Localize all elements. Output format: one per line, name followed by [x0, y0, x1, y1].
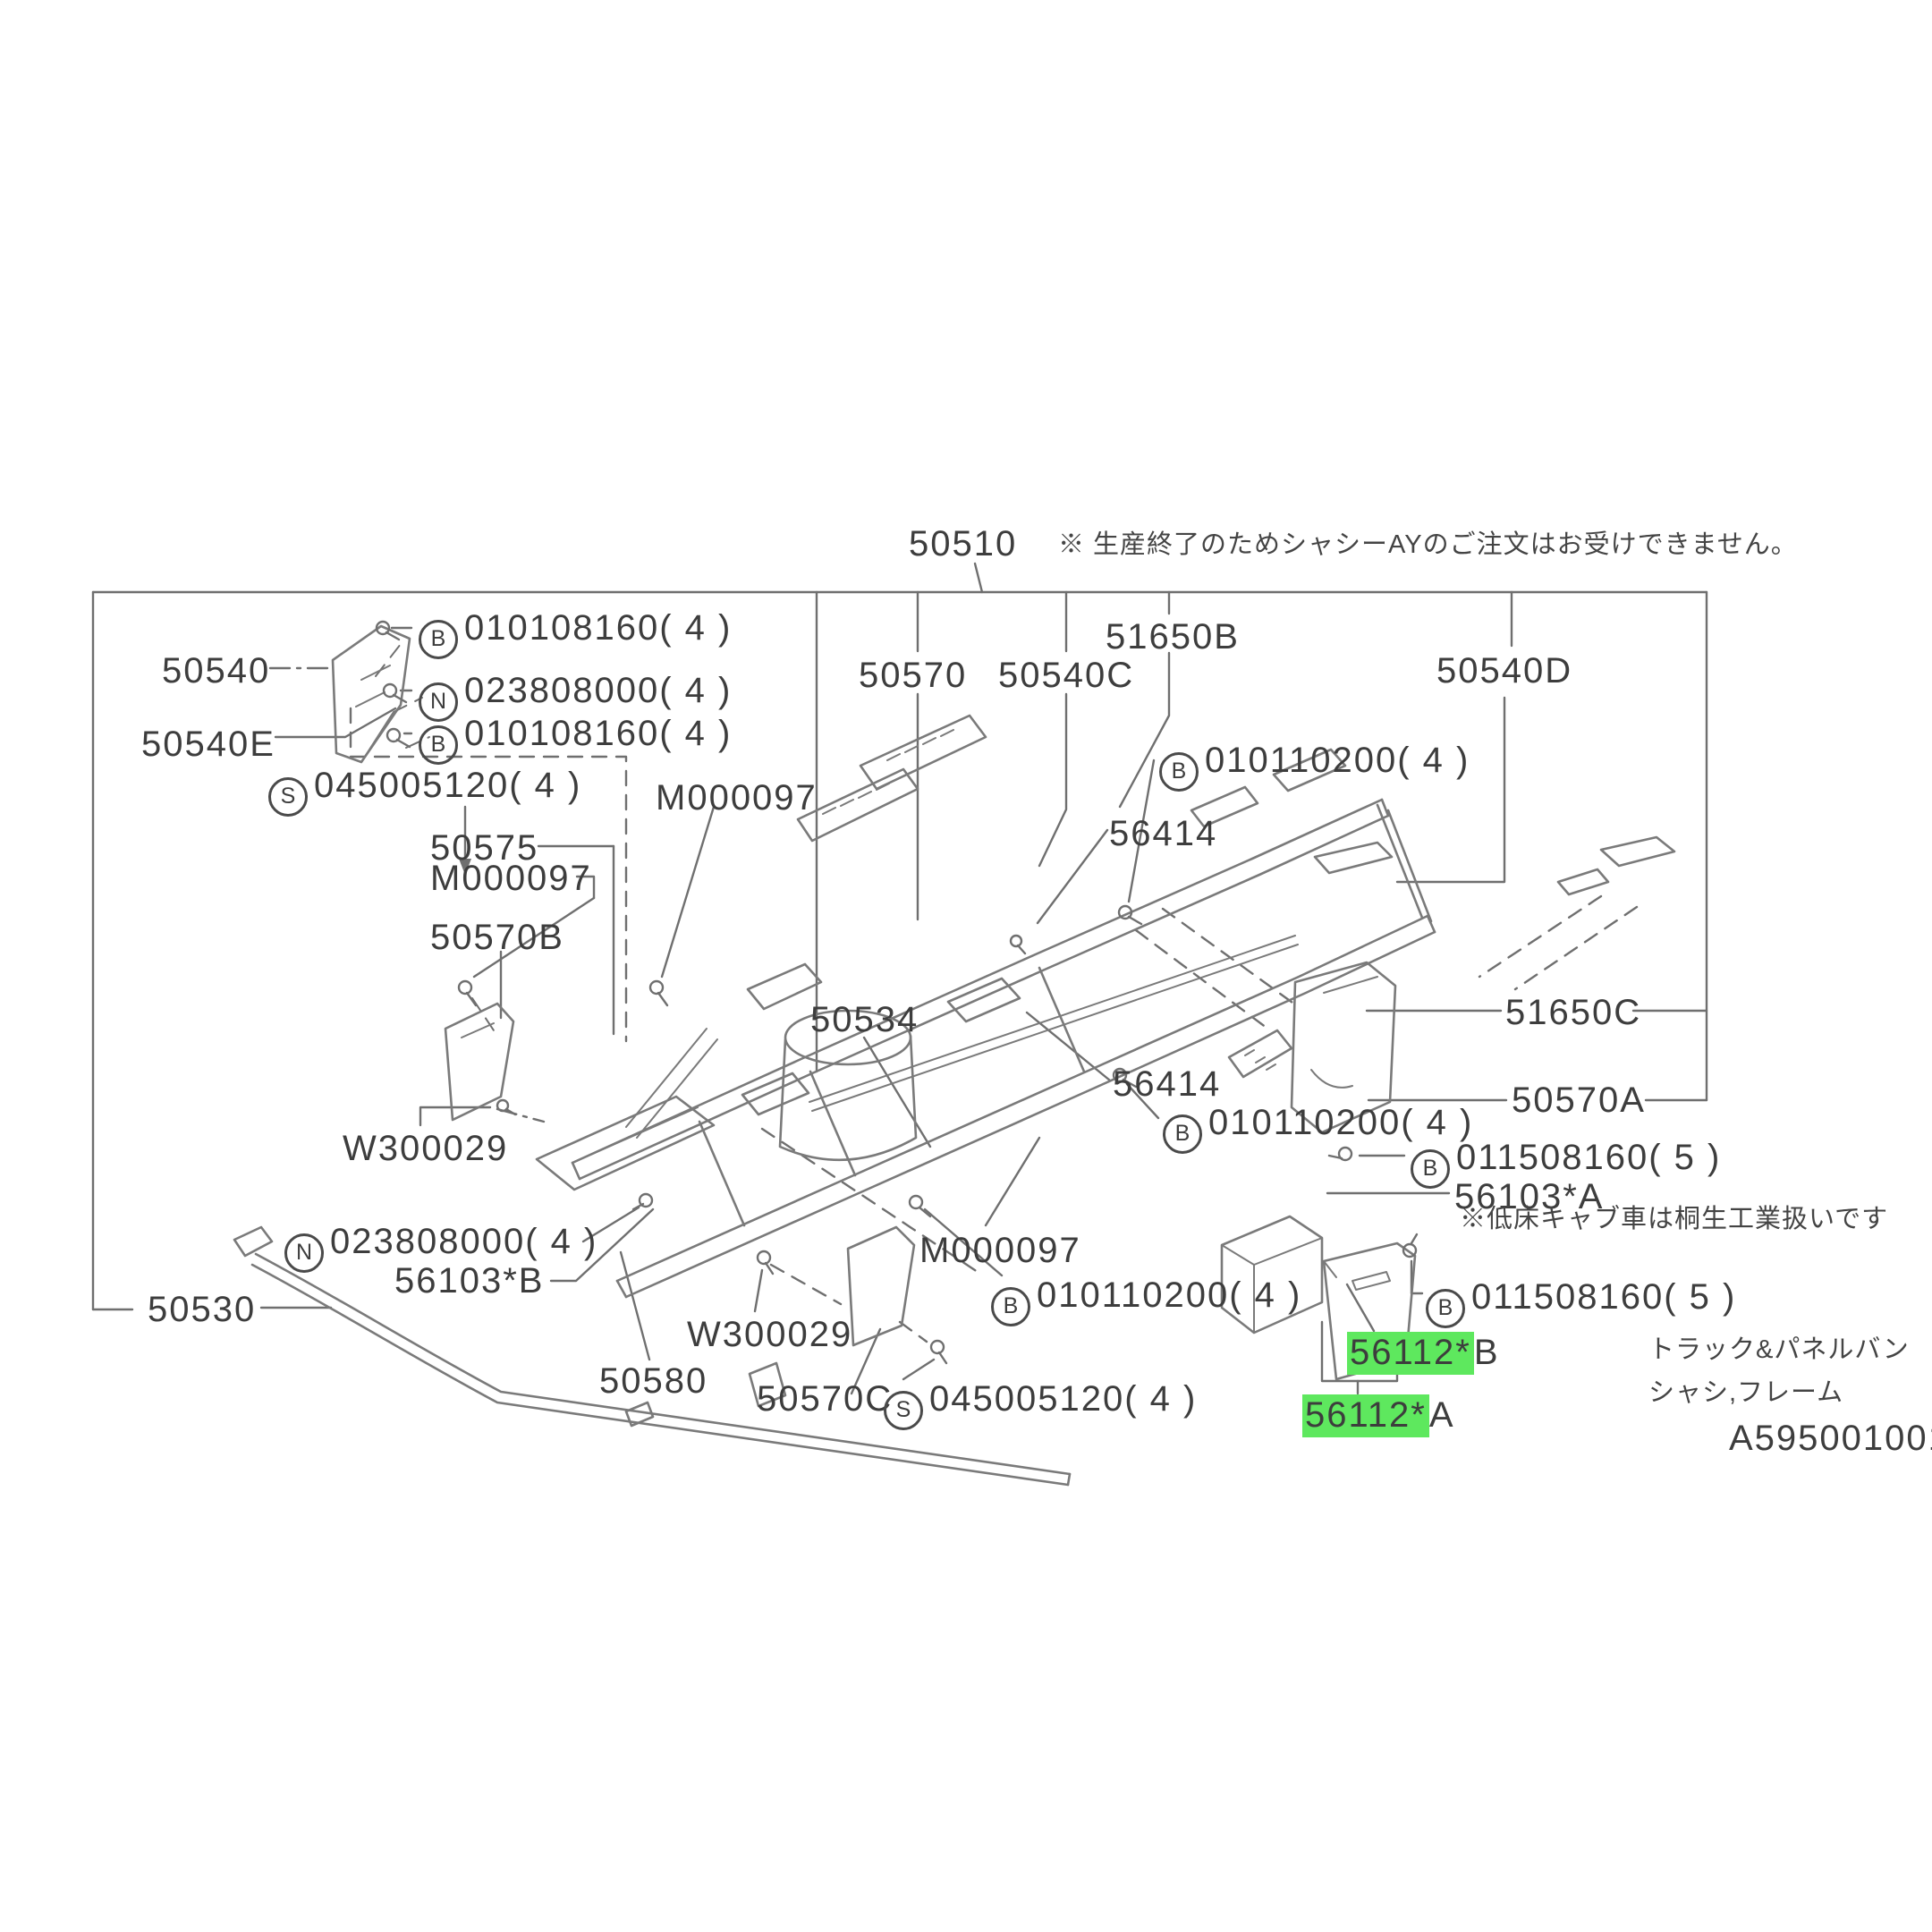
label-50540C: 50540C — [998, 656, 1135, 695]
label-50575: 50575 — [430, 828, 539, 868]
label-W300029-a: W300029 — [343, 1129, 509, 1168]
label-56103-A: 56103*A — [1454, 1177, 1605, 1216]
circled-b-icon: B — [419, 725, 458, 765]
bolt-icons — [375, 620, 1419, 1365]
label-50570C: 50570C — [757, 1379, 894, 1419]
label-footer-line-2: シャシ,フレーム — [1648, 1378, 1844, 1407]
circled-b-icon: B — [1163, 1114, 1202, 1154]
label-W300029-b: W300029 — [687, 1315, 853, 1354]
label-M000097-b: M000097 — [430, 859, 592, 898]
circled-b-icon: B — [1411, 1149, 1450, 1189]
label-56112-A-highlighted: 56112*A — [1302, 1394, 1455, 1437]
leader-lines — [259, 590, 1708, 1395]
circled-n-icon: N — [419, 682, 458, 722]
label-doc-code: A595001001 — [1729, 1419, 1932, 1458]
label-51650B: 51650B — [1106, 617, 1240, 657]
label-M000097-c: M000097 — [919, 1231, 1081, 1270]
label-50530: 50530 — [148, 1290, 257, 1329]
label-50540E: 50540E — [141, 724, 275, 764]
label-50540: 50540 — [162, 651, 271, 691]
circled-n-icon: N — [284, 1233, 324, 1273]
label-56112-B-highlighted: 56112*B — [1347, 1332, 1500, 1375]
label-50570A: 50570A — [1512, 1080, 1646, 1120]
circled-b-icon: B — [419, 620, 458, 659]
label-footer-line-1: トラック&パネルバン — [1648, 1335, 1910, 1364]
label-M000097-a: M000097 — [656, 778, 818, 818]
label-56414-lower: 56414 — [1113, 1064, 1222, 1104]
circled-b-icon: B — [1159, 752, 1199, 792]
label-50534: 50534 — [810, 1000, 919, 1039]
circled-b-icon: B — [1426, 1289, 1465, 1328]
label-note-discontinued: ※ 生産終了のためシャシーAYのご注文はお受けできません。 — [1058, 530, 1798, 559]
label-50570: 50570 — [859, 656, 968, 695]
circled-s-icon: S — [884, 1391, 923, 1430]
label-56103-B: 56103*B — [394, 1261, 545, 1301]
circled-s-icon: S — [268, 777, 308, 817]
circled-b-icon: B — [991, 1287, 1030, 1326]
label-50580: 50580 — [599, 1361, 708, 1401]
label-50540D: 50540D — [1436, 651, 1573, 691]
label-50570B: 50570B — [430, 918, 564, 957]
label-50510: 50510 — [909, 524, 1018, 564]
label-note-kiryu: ※低床キャブ車は桐生工業扱いです — [1460, 1205, 1889, 1233]
label-56414-upper: 56414 — [1109, 814, 1218, 853]
border-frame — [91, 562, 1708, 1311]
label-51650C: 51650C — [1505, 993, 1642, 1032]
chassis-frame-art — [233, 624, 1676, 1487]
